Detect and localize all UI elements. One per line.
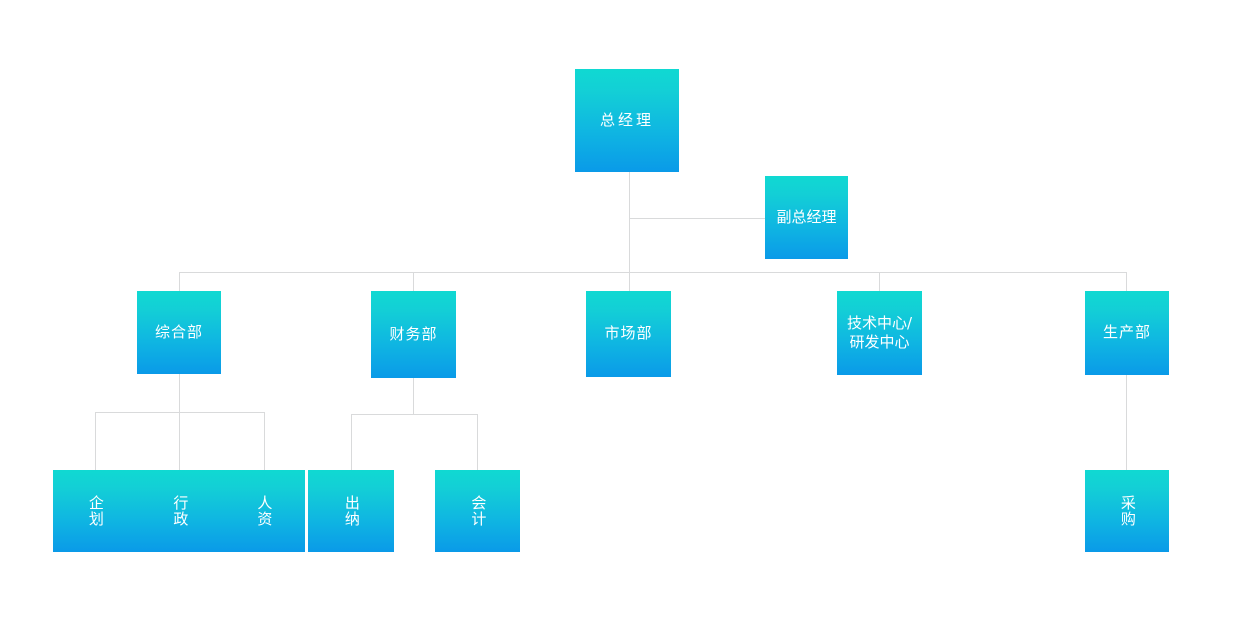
- connector-finance-bus: [351, 414, 478, 415]
- node-label-administration: 行政: [171, 495, 190, 527]
- node-administration[interactable]: 行政: [137, 470, 222, 552]
- node-label-tech-center-line2: 研发中心: [849, 333, 910, 351]
- node-label-procurement: 采购: [1118, 495, 1137, 527]
- connector-drop-cashier: [351, 414, 352, 470]
- node-label-production: 生产部: [1102, 323, 1151, 342]
- connector-drop-accounting: [477, 414, 478, 470]
- node-label-tech-center: 技术中心/ 研发中心: [847, 314, 912, 352]
- node-accounting[interactable]: 会计: [435, 470, 520, 552]
- connector-drop-human-resources: [264, 412, 265, 470]
- node-label-general-manager: 总经理: [599, 110, 654, 129]
- node-production[interactable]: 生产部: [1085, 291, 1169, 375]
- connector-drop-planning: [95, 412, 96, 470]
- node-deputy-general-manager[interactable]: 副总经理: [765, 176, 848, 259]
- node-cashier[interactable]: 出纳: [308, 470, 394, 552]
- connector-drop-production: [1126, 272, 1127, 291]
- connector-gm-trunk: [629, 172, 630, 272]
- node-label-human-resources: 人资: [255, 495, 274, 527]
- node-label-accounting: 会计: [469, 495, 488, 527]
- connector-drop-marketing: [629, 272, 630, 291]
- connector-gm-to-deputy: [629, 218, 765, 219]
- connector-drop-tech-center: [879, 272, 880, 291]
- node-general-affairs[interactable]: 综合部: [137, 291, 221, 374]
- node-general-manager[interactable]: 总经理: [575, 69, 679, 172]
- node-procurement[interactable]: 采购: [1085, 470, 1169, 552]
- node-label-planning: 企划: [86, 495, 105, 527]
- node-label-tech-center-line1: 技术中心/: [846, 313, 913, 332]
- node-marketing[interactable]: 市场部: [586, 291, 671, 377]
- node-label-deputy-general-manager: 副总经理: [776, 207, 837, 226]
- node-label-cashier: 出纳: [342, 495, 361, 527]
- connector-level2-bus: [179, 272, 1127, 273]
- connector-general-affairs-trunk: [179, 374, 180, 412]
- node-label-marketing: 市场部: [604, 324, 653, 343]
- node-label-general-affairs: 综合部: [154, 322, 203, 341]
- node-finance[interactable]: 财务部: [371, 291, 456, 378]
- node-tech-center[interactable]: 技术中心/ 研发中心: [837, 291, 922, 375]
- node-human-resources[interactable]: 人资: [222, 470, 305, 552]
- node-planning[interactable]: 企划: [53, 470, 137, 552]
- connector-drop-general-affairs: [179, 272, 180, 291]
- connector-drop-administration: [179, 412, 180, 470]
- connector-production-to-procurement: [1126, 375, 1127, 470]
- connector-drop-finance: [413, 272, 414, 291]
- connector-finance-trunk: [413, 378, 414, 414]
- node-label-finance: 财务部: [389, 324, 438, 343]
